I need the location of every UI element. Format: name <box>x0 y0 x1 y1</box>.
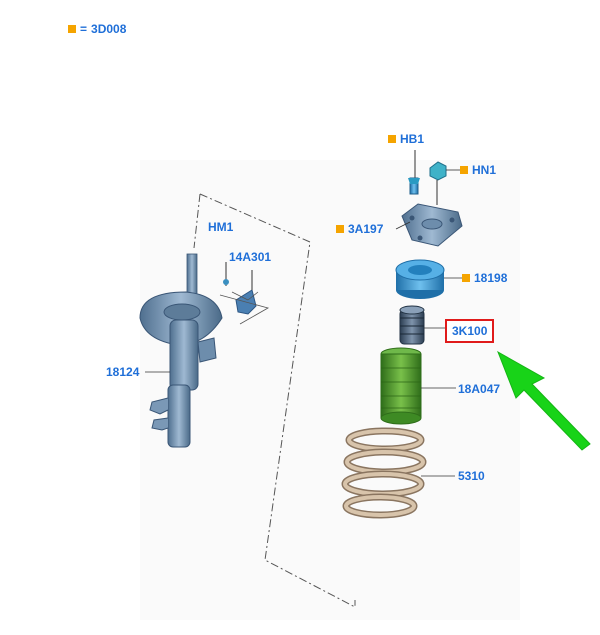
callout-hm1[interactable]: HM1 <box>208 220 233 234</box>
callout-label: 18124 <box>106 365 140 379</box>
callout-label: 5310 <box>458 469 485 483</box>
callout-label: 3A197 <box>348 222 384 236</box>
orange-square-icon <box>460 166 468 174</box>
callout-3a197[interactable]: 3A197 <box>336 222 383 236</box>
strut-assembly <box>139 253 223 448</box>
callout-18198[interactable]: 18198 <box>462 271 507 285</box>
callout-18124[interactable]: 18124 <box>106 365 139 379</box>
orange-square-icon <box>388 135 396 143</box>
leader-lines <box>145 169 462 477</box>
callout-3k100[interactable]: 3K100 <box>445 319 495 343</box>
legend-code: 3D008 <box>91 22 127 36</box>
callout-label: HN1 <box>472 163 497 177</box>
dust-cover-18a047 <box>380 347 422 425</box>
nut-hn1 <box>429 161 447 205</box>
top-mount-3a197 <box>401 203 463 247</box>
callout-label: 14A301 <box>229 250 272 264</box>
drawing-panel <box>140 160 520 620</box>
orange-square-icon <box>336 225 344 233</box>
callout-label: 18198 <box>474 271 508 285</box>
exploded-boundary-line <box>193 193 201 249</box>
bracket-14a301 <box>219 262 270 325</box>
orange-square-icon <box>68 25 76 33</box>
callout-14a301[interactable]: 14A301 <box>229 250 271 264</box>
exploded-boundary-line <box>199 193 356 608</box>
callout-18a047[interactable]: 18A047 <box>458 382 500 396</box>
legend-equals: = <box>80 22 88 36</box>
coil-spring-5310 <box>341 427 427 519</box>
callout-label: HB1 <box>400 132 425 146</box>
callout-label: HM1 <box>208 220 234 234</box>
green-arrow-icon <box>497 350 591 451</box>
bearing-18198 <box>395 259 445 299</box>
callout-hn1[interactable]: HN1 <box>460 163 496 177</box>
callout-5310[interactable]: 5310 <box>458 469 485 483</box>
orange-square-icon <box>462 274 470 282</box>
callout-hb1[interactable]: HB1 <box>388 132 424 146</box>
callout-label: 3K100 <box>452 324 488 338</box>
bolt-hb1 <box>408 150 420 195</box>
callout-label: 18A047 <box>458 382 501 396</box>
legend: = 3D008 <box>68 22 126 36</box>
bump-stop-3k100 <box>399 305 425 345</box>
